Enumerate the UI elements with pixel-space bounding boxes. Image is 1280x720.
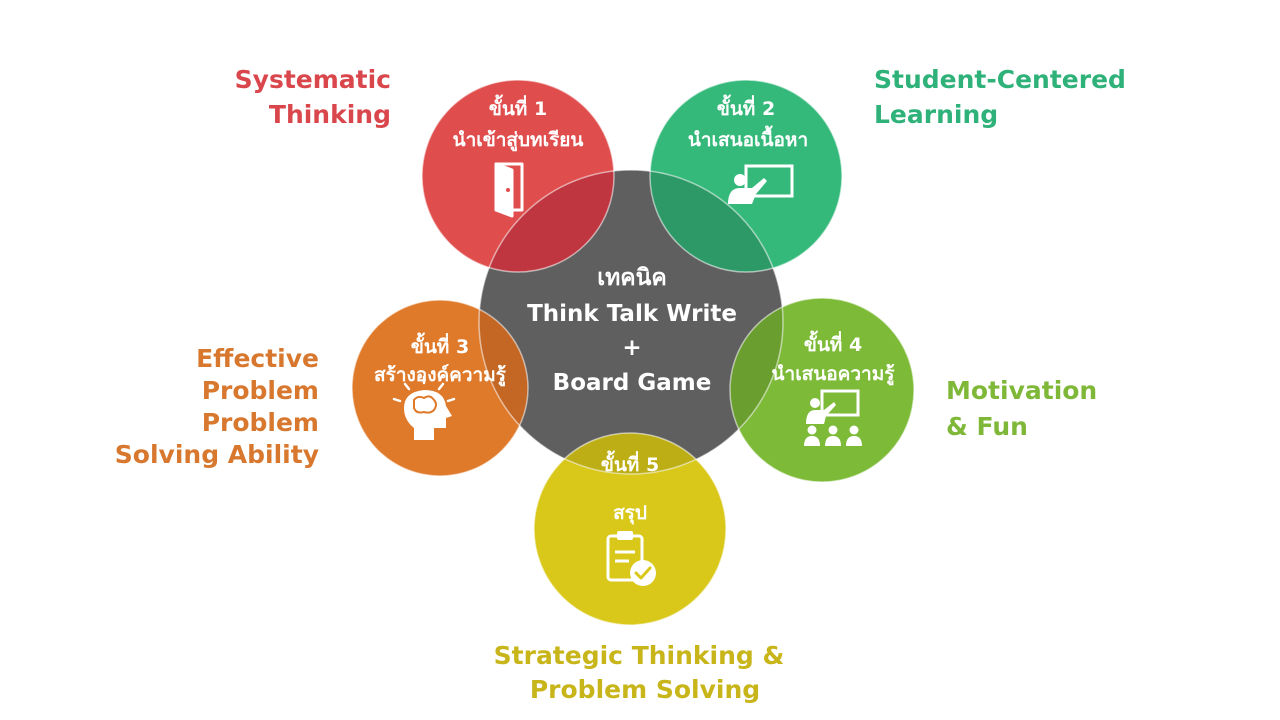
step-4-title: นำเสนอความรู้ — [772, 363, 896, 386]
step-3-title: สร้างองค์ความรู้ — [374, 364, 507, 387]
center-line-2: Think Talk Write — [527, 301, 737, 327]
label-effective-line-2: Problem — [202, 376, 319, 405]
label-systematic-line-1: Systematic — [235, 65, 391, 94]
step-1-title: นำเข้าสู่บทเรียน — [453, 129, 584, 152]
center-line-1: เทคนิค — [597, 265, 667, 291]
classroom-icon — [804, 389, 862, 446]
label-motivation-line-1: Motivation — [946, 376, 1097, 405]
label-student-centered-line-2: Learning — [874, 100, 998, 129]
label-strategic-line-1: Strategic Thinking & — [494, 641, 785, 670]
step-4-number: ขั้นที่ 4 — [804, 330, 862, 356]
door-icon — [494, 162, 524, 218]
circle-outlines — [351, 79, 915, 626]
center-line-4: Board Game — [553, 370, 712, 396]
label-effective-line-4: Solving Ability — [115, 440, 319, 469]
step-2-title: นำเสนอเนื้อหา — [688, 125, 808, 151]
step-3-number: ขั้นที่ 3 — [411, 332, 469, 358]
step-2-number: ขั้นที่ 2 — [717, 94, 775, 120]
clipboard-check-icon — [606, 531, 656, 586]
presenter-icon — [728, 164, 794, 204]
label-student-centered-line-1: Student-Centered — [874, 65, 1126, 94]
step-5-number: ขั้นที่ 5 — [601, 450, 659, 476]
brain-head-icon — [392, 375, 456, 440]
step-5-circle — [534, 433, 726, 625]
label-motivation-line-2: & Fun — [946, 412, 1028, 441]
step-5-title: สรุป — [613, 502, 647, 525]
step-1-number: ขั้นที่ 1 — [489, 94, 547, 120]
label-effective-line-1: Effective — [196, 344, 319, 373]
label-effective-line-3: Problem — [202, 408, 319, 437]
label-systematic-line-2: Thinking — [269, 100, 391, 129]
label-strategic-line-2: Problem Solving — [530, 675, 760, 704]
center-line-3: + — [622, 335, 641, 361]
